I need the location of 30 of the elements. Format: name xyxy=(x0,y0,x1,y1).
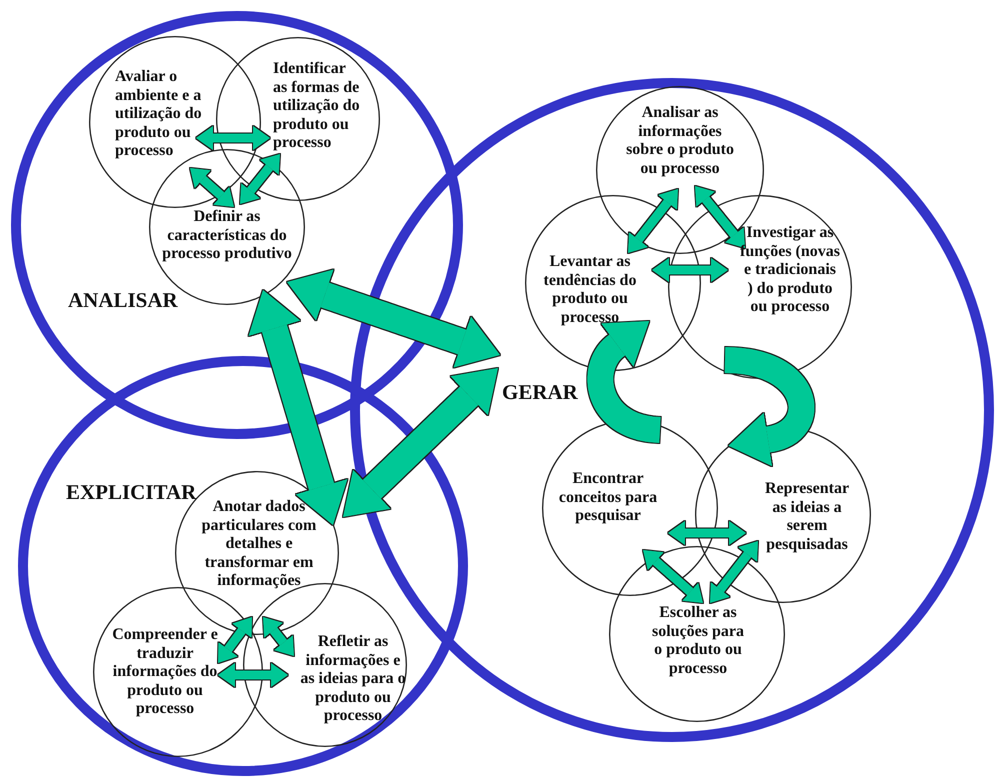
step-text: Representar as ideias a serem pesquisadas xyxy=(764,480,850,554)
step-text: Encontrar conceitos para pesquisar xyxy=(558,470,658,526)
step-text: Avaliar o ambiente e a utilização do produto ou processo xyxy=(115,68,203,160)
step-text: Definir as características do processo produtivo xyxy=(161,208,293,264)
double-arrow xyxy=(652,258,728,282)
step-text: Levantar as tendências do produto ou processo xyxy=(542,253,638,327)
double-arrow xyxy=(248,290,348,525)
double-arrow xyxy=(240,154,280,204)
double-arrow xyxy=(343,368,498,517)
double-arrow xyxy=(710,541,758,603)
double-arrow xyxy=(218,663,288,687)
phase-heading: ANALISAR xyxy=(68,288,179,312)
double-arrow xyxy=(695,186,745,248)
step-text: Escolher as soluções para o produto ou processo xyxy=(652,604,744,678)
double-arrow xyxy=(190,168,234,207)
double-arrow xyxy=(668,521,746,545)
step-text: Compreender e traduzir informações do produto ou processo xyxy=(112,626,218,718)
phase-heading: GERAR xyxy=(502,380,578,404)
double-arrow xyxy=(218,617,252,663)
double-arrow xyxy=(287,269,500,368)
double-arrow xyxy=(263,617,294,656)
step-text: Anotar dados particulares com detalhes e transformar em informações xyxy=(200,498,318,590)
double-arrow xyxy=(628,189,678,253)
step-text: Analisar as informações sobre o produto ou processo xyxy=(625,104,735,178)
double-arrow xyxy=(196,126,270,150)
step-text: Identificar as formas de utilização do produto ou processo xyxy=(273,60,361,152)
step-text: Refletir as informações e as ideias para o produto ou processo xyxy=(299,633,407,726)
double-arrow xyxy=(643,550,703,603)
step-text: Investigar as funções (novas e tradicionais ) do produto ou processo xyxy=(740,224,840,316)
phase-heading: EXPLICITAR xyxy=(66,480,198,504)
